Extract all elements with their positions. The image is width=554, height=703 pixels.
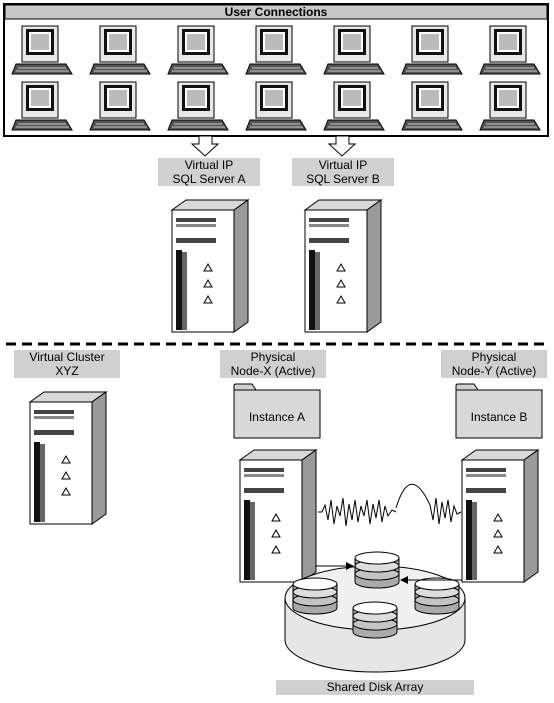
server-tower-icon (304, 199, 382, 333)
disk-stack-icon (352, 601, 398, 639)
heartbeat-line (318, 497, 397, 527)
virtual-cluster-label: Virtual Cluster XYZ (14, 350, 120, 378)
user-connections-header (4, 4, 548, 20)
server-tower-icon (171, 199, 249, 333)
server-tower-icon (239, 449, 317, 583)
virtual-ip-a-label: Virtual IP SQL Server A (158, 158, 260, 186)
down-arrow-icon (327, 135, 357, 157)
disk-stack-icon (414, 577, 460, 615)
server-tower-icon (461, 449, 539, 583)
server-tower-icon (29, 391, 107, 525)
physical-node-y-label: Physical Node-Y (Active) (441, 350, 547, 378)
instance-a-label: Instance A (248, 410, 306, 424)
heartbeat-line (429, 497, 462, 525)
disk-stack-icon (354, 551, 400, 589)
disk-stack-icon (292, 577, 338, 615)
physical-node-x-label: Physical Node-X (Active) (220, 350, 326, 378)
heartbeat-arc (395, 483, 431, 509)
down-arrow-icon (190, 135, 220, 157)
virtual-ip-b-label: Virtual IP SQL Server B (292, 158, 394, 186)
shared-disk-array-label: Shared Disk Array (276, 680, 474, 695)
instance-b-label: Instance B (470, 410, 528, 424)
user-connections-title: User Connections (224, 5, 328, 19)
